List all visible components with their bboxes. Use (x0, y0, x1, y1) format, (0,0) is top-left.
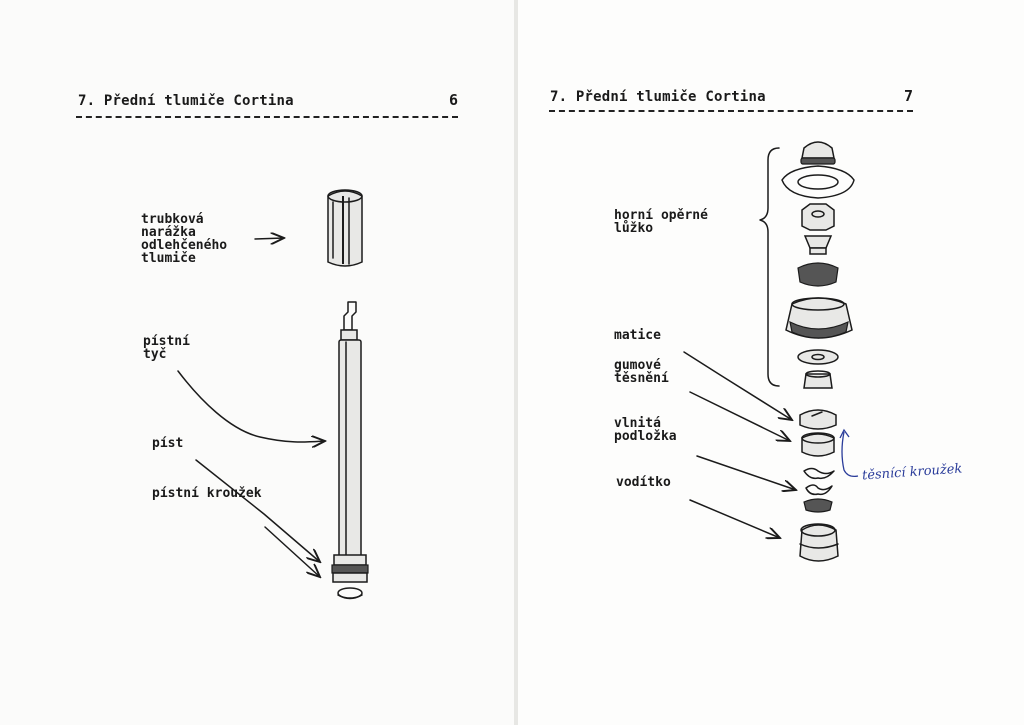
arrow-piston (195, 459, 320, 562)
arrow-wavy-washer (696, 455, 796, 490)
label-guide: vodítko (616, 475, 671, 490)
arrow-sleeve (254, 238, 284, 239)
sleeve-drawing (327, 189, 363, 267)
handwritten-arrowhead (839, 428, 850, 439)
right-page-number: 7 (904, 87, 914, 105)
right-page-header: 7. Přední tlumiče Cortina (550, 89, 766, 105)
arrow-piston-rod (177, 370, 325, 442)
label-upper-mount: horní opěrné lůžko (614, 208, 708, 236)
left-page-number: 6 (449, 91, 459, 109)
right-header-rule (549, 110, 913, 112)
right-page (518, 0, 1024, 725)
label-sleeve: trubková narážka odlehčeného tlumiče (141, 212, 228, 266)
handwritten-bracket (841, 431, 859, 478)
arrow-rubber-seal (689, 391, 790, 441)
label-piston: píst (152, 436, 184, 451)
arrow-guide (689, 499, 780, 538)
arrow-nut (683, 351, 792, 420)
left-header-rule (76, 116, 458, 118)
arrow-piston-ring (264, 526, 320, 577)
label-wavy-washer: vlnitá podložka (614, 416, 677, 444)
mount-bracket (759, 147, 780, 387)
label-piston-rod: pístní tyč (143, 334, 190, 362)
piston-rod-drawing (331, 301, 369, 600)
label-nut: matice (614, 328, 661, 343)
label-piston-ring: pístní kroužek (152, 486, 262, 501)
exploded-parts (781, 141, 855, 562)
page-spine (514, 0, 518, 725)
left-page (0, 0, 514, 725)
label-rubber-seal: gumové těsnění (614, 358, 669, 386)
left-page-header: 7. Přední tlumiče Cortina (78, 93, 294, 109)
